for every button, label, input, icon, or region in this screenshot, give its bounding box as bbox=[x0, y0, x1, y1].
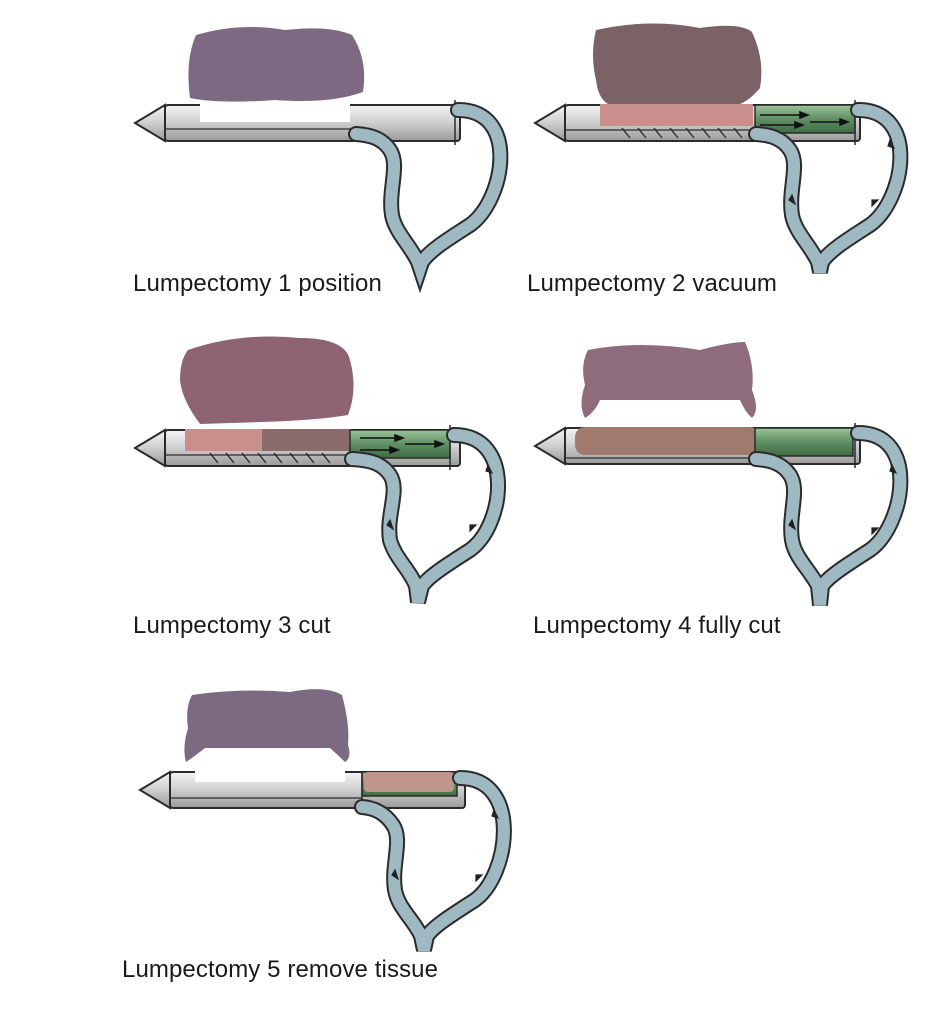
biopsy-needle bbox=[133, 100, 461, 145]
caption-panel-2: Lumpectomy 2 vacuum bbox=[527, 270, 778, 297]
vacuum-tubing bbox=[344, 427, 506, 604]
flow-arrows bbox=[788, 138, 896, 208]
panel-1-diagram bbox=[133, 26, 509, 294]
caption-panel-5: Lumpectomy 5 remove tissue bbox=[122, 956, 439, 983]
tissue-in-aperture bbox=[600, 104, 753, 126]
tissue-in-aperture bbox=[185, 429, 265, 451]
panel-3-diagram bbox=[133, 336, 506, 604]
needle-aperture bbox=[200, 103, 350, 122]
caption-panel-3: Lumpectomy 3 cut bbox=[133, 612, 331, 639]
cut-tissue bbox=[575, 427, 760, 455]
vacuum-chamber bbox=[754, 427, 854, 457]
vacuum-tubing bbox=[748, 102, 909, 274]
panel-4-diagram bbox=[533, 342, 909, 606]
vacuum-arrows bbox=[760, 110, 851, 130]
caption-panel-1: Lumpectomy 1 position bbox=[133, 270, 382, 297]
panel-5-remove-tissue: Lumpectomy 5 remove tissue bbox=[0, 660, 520, 1024]
removed-tissue bbox=[364, 772, 454, 792]
vacuum-tubing bbox=[354, 770, 512, 952]
flow-arrows bbox=[391, 808, 500, 883]
panel-3-cut: Lumpectomy 3 cut bbox=[0, 320, 506, 650]
panel-5-diagram bbox=[138, 689, 512, 952]
vacuum-tubing bbox=[348, 102, 509, 294]
vacuum-arrows bbox=[360, 433, 446, 455]
lump bbox=[188, 26, 365, 102]
lump bbox=[581, 342, 756, 418]
panel-2-vacuum: Lumpectomy 2 vacuum bbox=[400, 0, 943, 310]
panel-2-diagram bbox=[533, 23, 909, 274]
caption-panel-4: Lumpectomy 4 fully cut bbox=[533, 612, 781, 639]
biopsy-needle bbox=[533, 423, 861, 468]
vacuum-tubing bbox=[748, 425, 909, 606]
needle-aperture bbox=[195, 770, 345, 782]
cut-tissue bbox=[262, 429, 352, 451]
flow-arrows bbox=[386, 463, 494, 533]
lump bbox=[593, 23, 762, 104]
lump bbox=[180, 336, 354, 424]
flow-arrows bbox=[788, 463, 898, 536]
panel-1-position: Lumpectomy 1 position bbox=[0, 0, 509, 310]
panel-4-fully-cut: Lumpectomy 4 fully cut bbox=[400, 320, 943, 650]
lump bbox=[184, 689, 350, 762]
biopsy-needle bbox=[533, 100, 861, 145]
biopsy-needle bbox=[138, 770, 466, 810]
